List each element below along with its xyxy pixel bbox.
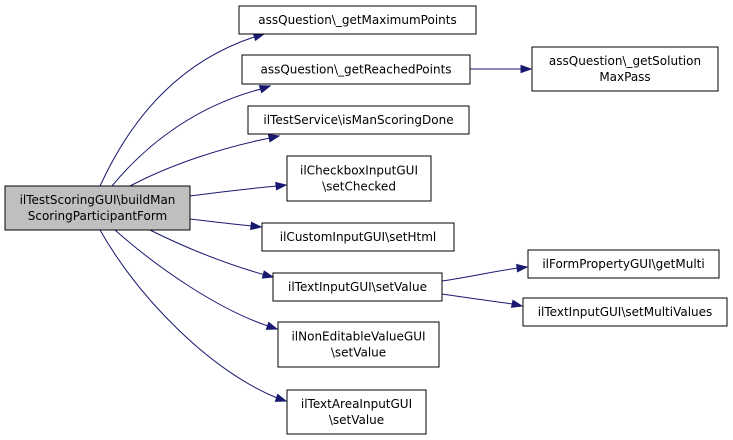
edge-line xyxy=(441,267,519,282)
node-box[interactable] xyxy=(4,185,191,231)
edge-text-input-set-value-to-text-input-set-multi-values xyxy=(441,293,524,308)
node-custom-set-html[interactable]: ilCustomInputGUI\setHtml xyxy=(261,222,455,252)
edge-text-input-set-value-to-form-property-get-multi xyxy=(441,263,529,282)
arrowhead-icon xyxy=(250,221,263,231)
edge-line xyxy=(114,229,269,327)
node-label: ilTestService\isManScoringDone xyxy=(263,113,453,127)
edge-build-man-scoring-participant-form-to-custom-set-html xyxy=(189,218,263,231)
node-label: ScoringParticipantForm xyxy=(28,209,168,223)
edge-line xyxy=(441,293,514,305)
edge-get-reached-points-to-get-solution-max-pass xyxy=(470,64,533,74)
node-non-editable-set-value[interactable]: ilNonEditableValueGUI \setValue xyxy=(277,321,440,368)
node-label: assQuestion\_getMaximumPoints xyxy=(258,13,456,27)
edge-build-man-scoring-participant-form-to-checkbox-set-checked xyxy=(189,181,288,197)
edge-line xyxy=(189,218,253,227)
node-text-area-set-value[interactable]: ilTextAreaInputGUI \setValue xyxy=(286,389,427,435)
node-box[interactable] xyxy=(522,297,728,327)
arrowhead-icon xyxy=(520,64,533,74)
edge-build-man-scoring-participant-form-to-is-man-scoring-done xyxy=(129,134,281,187)
node-label: assQuestion\_getReachedPoints xyxy=(260,63,451,77)
edge-line xyxy=(111,88,262,187)
node-checkbox-set-checked[interactable]: ilCheckboxInputGUI \setChecked xyxy=(286,155,432,202)
edge-line xyxy=(149,229,266,276)
arrowhead-icon xyxy=(516,263,529,273)
node-box[interactable] xyxy=(247,105,470,135)
node-label: ilTextInputGUI\setValue xyxy=(288,280,427,294)
arrowhead-icon xyxy=(265,321,279,330)
node-label: \setChecked xyxy=(322,180,396,194)
node-text-input-set-multi-values[interactable]: ilTextInputGUI\setMultiValues xyxy=(522,297,728,327)
node-text-input-set-value[interactable]: ilTextInputGUI\setValue xyxy=(272,272,443,302)
node-box[interactable] xyxy=(286,155,432,202)
node-label: ilFormPropertyGUI\getMulti xyxy=(542,257,704,271)
node-label: \setValue xyxy=(329,413,384,427)
node-box[interactable] xyxy=(272,272,443,302)
arrowhead-icon xyxy=(274,393,288,402)
node-box[interactable] xyxy=(527,249,720,279)
node-form-property-get-multi[interactable]: ilFormPropertyGUI\getMulti xyxy=(527,249,720,279)
arrowhead-icon xyxy=(258,85,272,94)
node-label: ilTextAreaInputGUI xyxy=(301,397,412,411)
node-label: MaxPass xyxy=(599,70,650,84)
arrowhead-icon xyxy=(261,270,275,279)
edge-line xyxy=(99,229,278,399)
node-box[interactable] xyxy=(277,321,440,368)
arrowhead-icon xyxy=(275,181,288,191)
node-label: ilCheckboxInputGUI xyxy=(300,164,418,178)
node-box[interactable] xyxy=(241,54,471,85)
edge-line xyxy=(129,137,271,187)
node-label: ilTestScoringGUI\buildMan xyxy=(20,193,176,207)
node-label: ilNonEditableValueGUI xyxy=(291,330,425,344)
node-box[interactable] xyxy=(531,46,719,92)
edge-build-man-scoring-participant-form-to-get-reached-points xyxy=(111,85,272,187)
node-get-reached-points[interactable]: assQuestion\_getReachedPoints xyxy=(241,54,471,85)
edge-build-man-scoring-participant-form-to-text-area-set-value xyxy=(99,229,288,402)
node-get-maximum-points[interactable]: assQuestion\_getMaximumPoints xyxy=(238,5,477,35)
arrowhead-icon xyxy=(267,134,281,143)
node-label: assQuestion\_getSolution xyxy=(549,54,701,68)
edge-line xyxy=(99,36,255,187)
edge-build-man-scoring-participant-form-to-non-editable-set-value xyxy=(114,229,279,330)
node-label: ilTextInputGUI\setMultiValues xyxy=(538,305,713,319)
node-build-man-scoring-participant-form[interactable]: ilTestScoringGUI\buildManScoringParticip… xyxy=(4,185,191,231)
node-box[interactable] xyxy=(238,5,477,35)
edge-line xyxy=(189,185,278,197)
node-label: \setValue xyxy=(331,346,386,360)
arrowhead-icon xyxy=(510,299,524,308)
edges-layer xyxy=(99,32,533,402)
edge-build-man-scoring-participant-form-to-text-input-set-value xyxy=(149,229,275,279)
node-is-man-scoring-done[interactable]: ilTestService\isManScoringDone xyxy=(247,105,470,135)
nodes-layer: ilTestScoringGUI\buildManScoringParticip… xyxy=(4,5,728,435)
node-box[interactable] xyxy=(286,389,427,435)
node-box[interactable] xyxy=(261,222,455,252)
node-label: ilCustomInputGUI\setHtml xyxy=(280,230,436,244)
